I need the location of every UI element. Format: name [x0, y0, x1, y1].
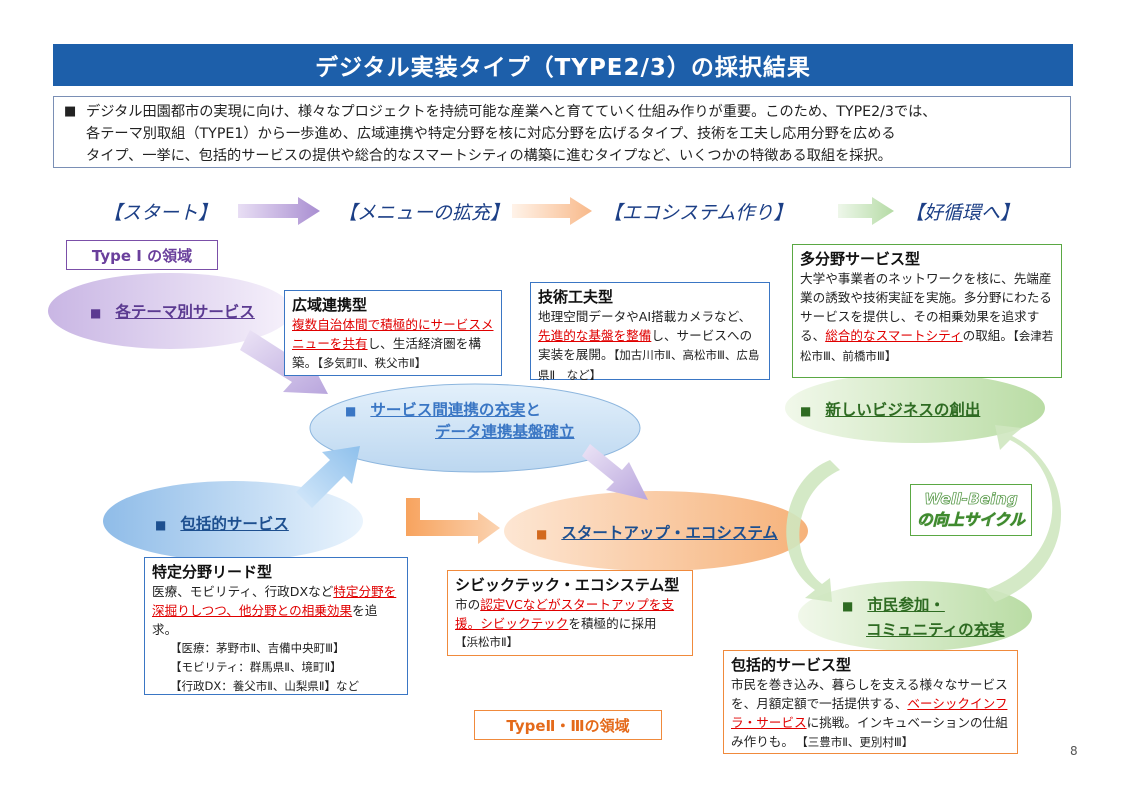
stage-start: 【スタート】: [103, 202, 218, 224]
civic-tech-box: シビックテック・エコシステム型 市の認定VCなどがスタートアップを支援。シビック…: [447, 570, 693, 656]
citizen-label: ■市民参加・: [842, 596, 945, 614]
multi-field-box: 多分野サービス型 大学や事業者のネットワークを核に、先端産業の誘致や技術実証を実…: [792, 244, 1062, 378]
multi-field-text-1: 大学や事業者のネットワークを核に、先端産業の誘致や技術実証を実施。多分野にわたる…: [800, 271, 1052, 343]
type1-domain-label: Type Ⅰ の領域: [66, 240, 218, 270]
civic-tech-highlight: 認定VCなどがスタートアップを支援。シビックテック: [455, 597, 674, 631]
specific-field-text-2: を追求。: [152, 603, 378, 637]
tech-box: 技術工夫型 地理空間データやAI搭載カメラなど、先進的な基盤を整備し、サービスへ…: [530, 282, 770, 382]
summary-line-1: デジタル田園都市の実現に向け、様々なプロジェクトを持続可能な産業へと育てていく仕…: [86, 104, 937, 120]
specific-field-highlight: 特定分野を深掘りしつつ、他分野との相乗効果: [152, 584, 397, 618]
page-title: デジタル実装タイプ（TYPE2/3）の採択結果: [53, 44, 1073, 86]
civic-tech-text-2: を積極的に採用: [568, 616, 657, 631]
stage-ecosystem: 【エコシステム作り】: [603, 202, 793, 224]
specific-field-box: 特定分野リード型 医療、モビリティ、行政DXなど特定分野を深掘りしつつ、他分野と…: [144, 557, 408, 695]
linkage-label: ■サービス間連携の充実と: [345, 401, 541, 419]
citizen-label-line-2: コミュニティの充実: [866, 621, 1005, 639]
wide-area-box: 広域連携型 複数自治体間で積極的にサービスメニューを共有し、生活経済圏を構築。【…: [284, 290, 502, 376]
theme-service-label: ■各テーマ別サービス: [90, 303, 255, 321]
startup-ellipse: [504, 491, 808, 571]
specific-field-cities-2: 【モビリティ：群馬県Ⅱ、境町Ⅱ】: [170, 660, 342, 674]
multi-field-heading: 多分野サービス型: [800, 250, 921, 268]
arrow-inclusive-to-linkage: [296, 446, 360, 508]
cycle-arrow-right: [985, 425, 1062, 602]
inclusive-type-text-1: 市民を巻き込み、暮らしを支える様々なサービスを、月額定額で一括提供する、: [731, 677, 1008, 711]
multi-field-highlight: 総合的なスマートシティ: [825, 328, 963, 343]
wide-area-highlight: 複数自治体間で積極的にサービスメニューを共有: [292, 317, 494, 351]
civic-tech-heading: シビックテック・エコシステム型: [455, 576, 680, 594]
stage-virtuous-cycle: 【好循環へ】: [905, 202, 1020, 224]
wide-area-heading: 広域連携型: [292, 296, 368, 314]
linkage-label-line-2: データ連携基盤確立: [435, 423, 575, 441]
tech-text-2: し、サービスへの実装を展開。: [538, 328, 753, 362]
linkage-ellipse: [309, 383, 641, 473]
startup-label: ■スタートアップ・エコシステム: [536, 524, 778, 542]
theme-service-ellipse: [48, 273, 292, 349]
stage-arrow-1: [238, 197, 320, 225]
multi-field-text-2: の取組。: [962, 328, 1013, 343]
summary-box: ■ デジタル田園都市の実現に向け、様々なプロジェクトを持続可能な産業へと育ててい…: [53, 96, 1071, 168]
citizen-ellipse: [798, 581, 1032, 651]
tech-highlight: 先進的な基盤を整備: [538, 328, 652, 343]
stage-arrow-2: [512, 197, 592, 225]
specific-field-text-1: 医療、モビリティ、行政DXなど: [152, 584, 334, 599]
inclusive-type-highlight: ベーシックインフラ・サービス: [731, 696, 1008, 730]
page-number: 8: [1070, 744, 1078, 758]
tech-text-1: 地理空間データやAI搭載カメラなど、: [538, 309, 752, 324]
arrow-down-to-startup: [406, 498, 500, 544]
cycle-arrow-left: [786, 460, 840, 602]
inclusive-type-box: 包括的サービス型 市民を巻き込み、暮らしを支える様々なサービスを、月額定額で一括…: [723, 650, 1018, 754]
specific-field-cities-1: 【医療：茅野市Ⅱ、吉備中央町Ⅲ】: [170, 641, 345, 655]
business-ellipse: [785, 373, 1045, 443]
summary-bullet: ■: [64, 104, 77, 119]
inclusive-type-heading: 包括的サービス型: [731, 656, 852, 674]
tech-heading: 技術工夫型: [538, 288, 614, 306]
civic-tech-cities: 【浜松市Ⅱ】: [455, 635, 519, 649]
inclusive-type-cities: 【三豊市Ⅱ、更別村Ⅲ】: [801, 735, 914, 749]
stage-arrow-3: [838, 197, 894, 225]
inclusive-service-ellipse: [103, 481, 363, 561]
multi-field-cities: 【会津若松市Ⅲ、前橋市Ⅲ】: [800, 329, 1054, 363]
wide-area-cities: 【多気町Ⅱ、秩父市Ⅱ】: [317, 356, 427, 370]
summary-line-2: 各テーマ別取組（TYPE1）から一歩進め、広域連携や特定分野を核に対応分野を広げ…: [86, 126, 896, 142]
wellbeing-cycle-label: Well-Being の向上サイクル: [910, 484, 1032, 536]
stage-menu-expansion: 【メニューの拡充】: [338, 202, 510, 224]
inclusive-service-label: ■包括的サービス: [155, 515, 289, 533]
business-label: ■新しいビジネスの創出: [800, 401, 981, 419]
specific-field-cities-3: 【行政DX：養父市Ⅱ、山梨県Ⅱ】など: [170, 679, 360, 693]
arrow-linkage-to-startup: [582, 444, 648, 500]
type23-domain-label: TypeⅡ・Ⅲの領域: [474, 710, 662, 740]
summary-line-3: タイプ、一挙に、包括的サービスの提供や総合的なスマートシティの構築に進むタイプな…: [86, 148, 892, 164]
specific-field-heading: 特定分野リード型: [152, 563, 273, 581]
wide-area-text: し、生活経済圏を構築。: [292, 336, 481, 370]
tech-cities: 【加古川市Ⅱ、高松市Ⅲ、広島県Ⅱ など】: [538, 348, 760, 382]
civic-tech-text-1: 市の: [455, 597, 481, 612]
inclusive-type-text-2: に挑戦。インキュベーションの仕組み作りも。: [731, 715, 1008, 749]
